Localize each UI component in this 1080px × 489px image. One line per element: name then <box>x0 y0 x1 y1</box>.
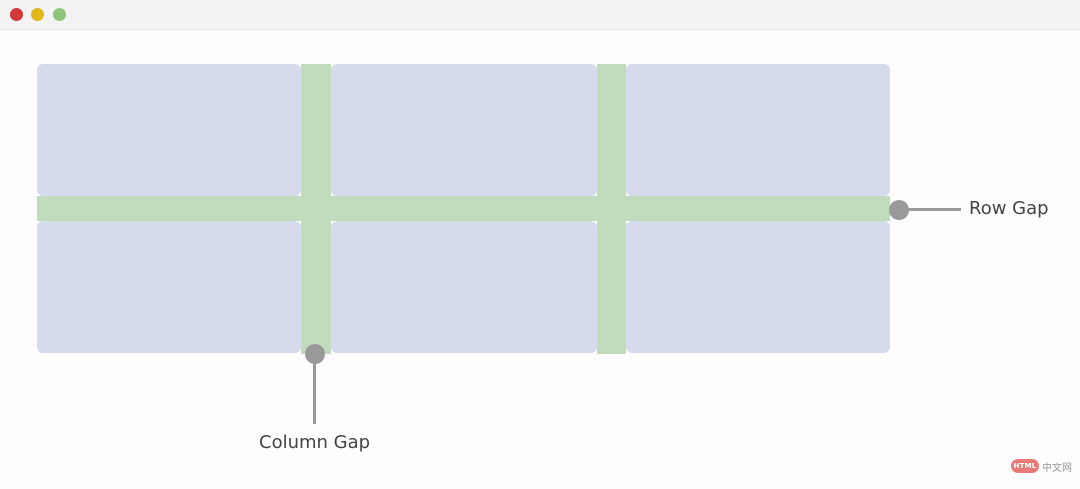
grid-cell-r2-c1 <box>37 221 301 353</box>
row-gap-leader-line <box>908 208 961 211</box>
column-gap-marker <box>305 344 325 364</box>
row-gap-label: Row Gap <box>969 198 1049 219</box>
row-gap-band <box>37 196 890 221</box>
grid-cell-r1-c2 <box>331 64 597 196</box>
column-gap-label: Column Gap <box>259 432 371 453</box>
grid-cell-r2-c3 <box>626 221 890 353</box>
column-gap-leader-line <box>313 362 316 424</box>
grid-cell-r1-c1 <box>37 64 301 196</box>
column-gap-band-2 <box>597 64 626 354</box>
zoom-window-button[interactable] <box>53 8 66 21</box>
grid-cell-r1-c3 <box>626 64 890 196</box>
watermark-text: 中文网 <box>1042 462 1072 474</box>
window-titlebar <box>0 0 1080 30</box>
site-watermark: HTML 中文网 <box>1011 458 1072 474</box>
column-gap-band-1 <box>301 64 331 354</box>
grid-cell-r2-c2 <box>331 221 597 353</box>
watermark-badge: HTML <box>1011 459 1039 473</box>
close-window-button[interactable] <box>10 8 23 21</box>
row-gap-marker <box>889 200 909 220</box>
minimize-window-button[interactable] <box>31 8 44 21</box>
